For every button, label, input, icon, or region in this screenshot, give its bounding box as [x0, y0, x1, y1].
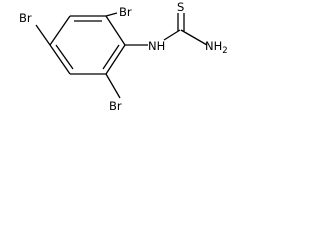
atom-label-br-top-left: Br	[19, 11, 32, 25]
atom-label-nh2: NH2	[205, 39, 228, 56]
atom-label-br-bottom: Br	[109, 99, 122, 113]
atom-label-br-top-right: Br	[119, 5, 132, 19]
ring-bond-c2-c3	[49, 44, 71, 75]
bond-nh-to-c	[163, 29, 181, 41]
bond-to-br-top-left	[35, 24, 51, 46]
chemical-structure: Br Br Br NH S NH2	[19, 0, 228, 113]
ring-bond-c5-c6	[105, 15, 126, 46]
ring-double-inner-c4-c5	[102, 44, 120, 70]
ring-bond-c4-c5	[105, 44, 126, 75]
benzene-ring	[49, 15, 126, 75]
atom-label-s: S	[177, 0, 184, 14]
atom-label-nh2-subscript: 2	[222, 46, 227, 56]
bond-c-to-nh2	[180, 29, 208, 46]
ring-double-inner-c2-c3	[55, 44, 74, 70]
ring-bond-c1-c2	[49, 15, 71, 46]
bond-to-br-top-right	[105, 12, 118, 17]
bond-to-br-bottom	[105, 73, 121, 99]
atom-label-nh2-main: NH	[205, 39, 222, 53]
atom-label-nh: NH	[148, 39, 165, 53]
